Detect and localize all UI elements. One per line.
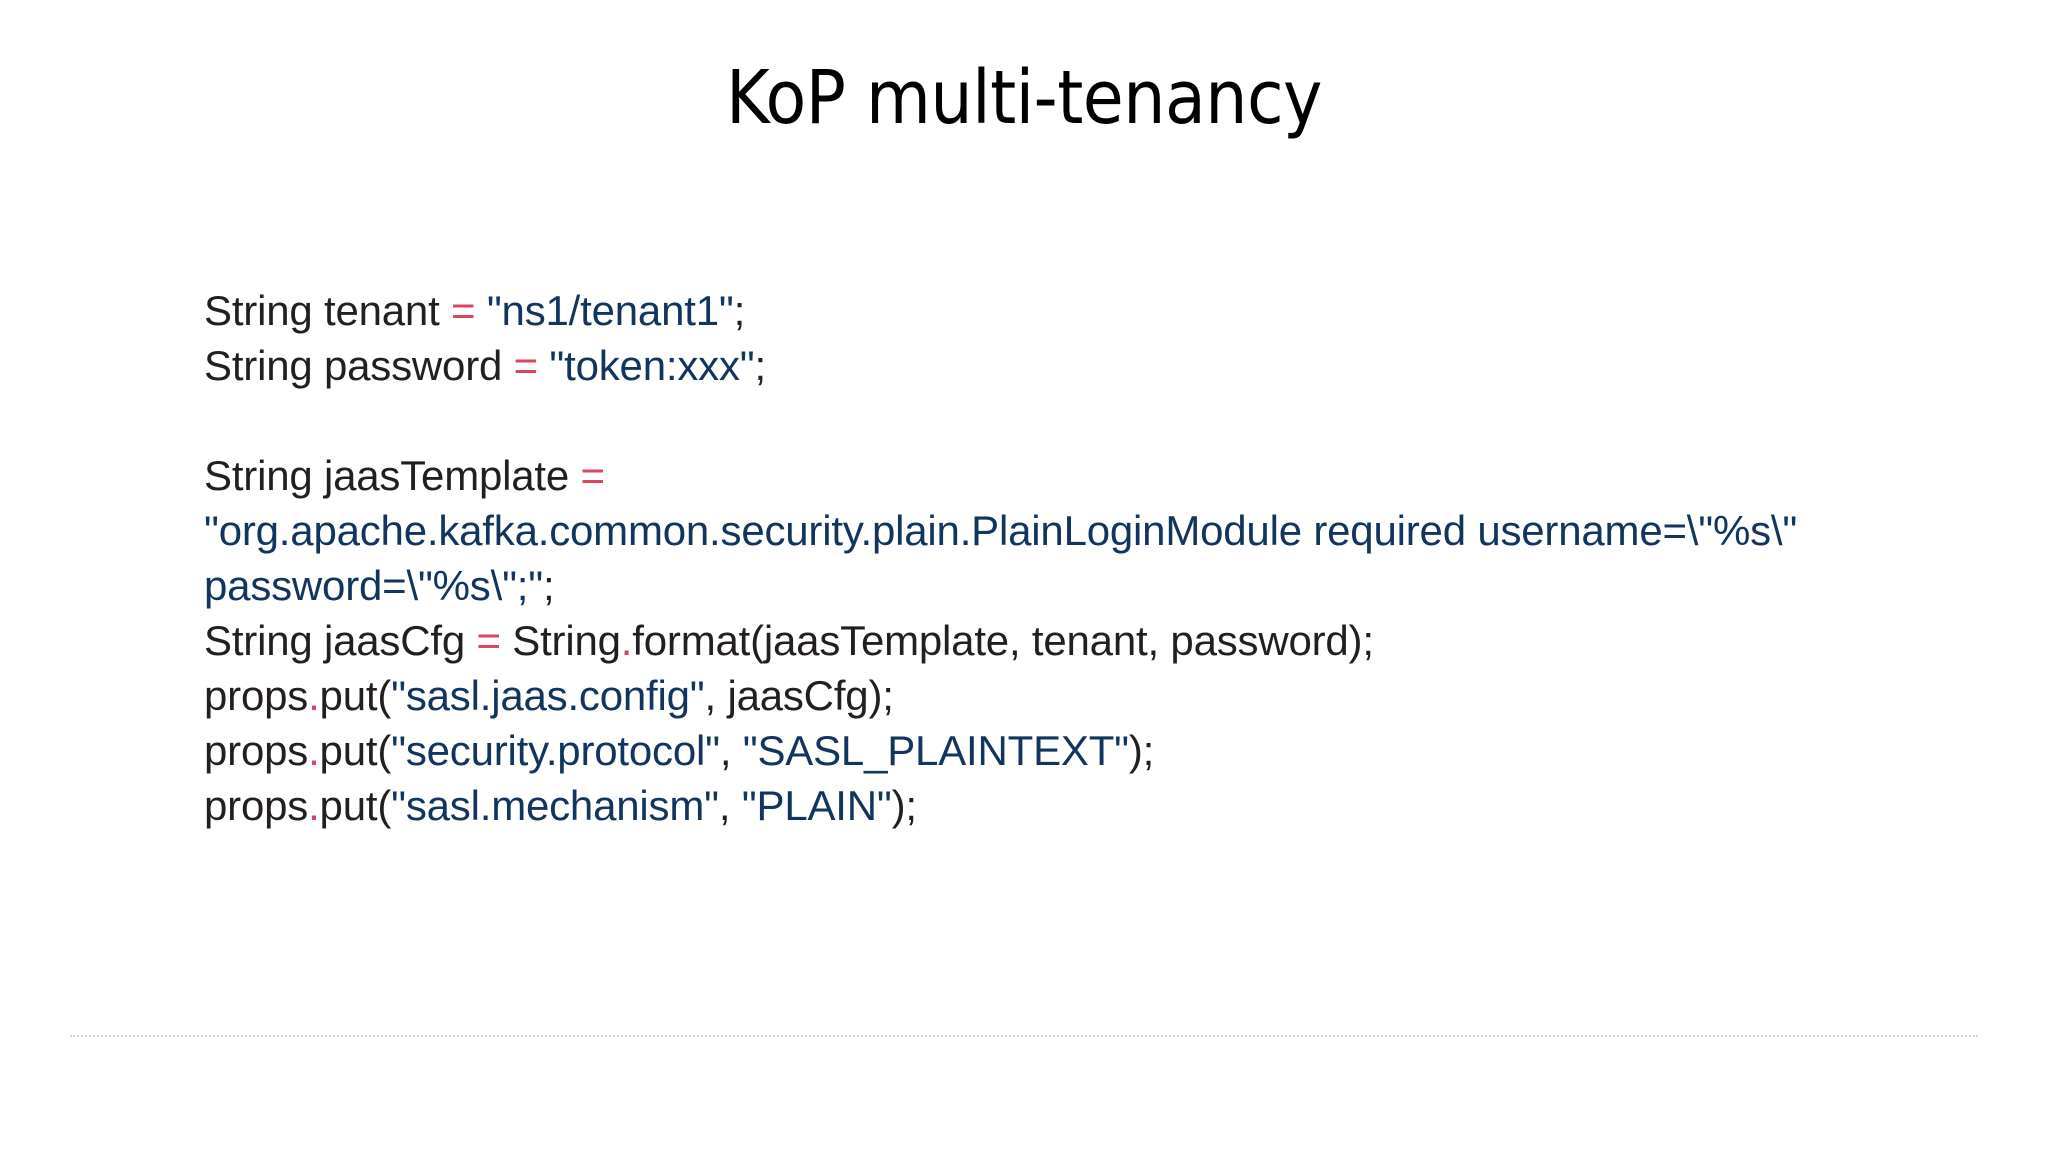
code-line: props.put("sasl.mechanism", "PLAIN");: [204, 778, 1904, 833]
code-token: =: [580, 452, 606, 499]
code-token: "sasl.mechanism": [391, 782, 719, 829]
slide-footer: PULSAR Stream Native +: [0, 1050, 2048, 1152]
code-token: ;: [542, 562, 555, 609]
code-token: put(: [319, 672, 392, 719]
code-token: props: [204, 672, 309, 719]
code-token: String jaasCfg: [204, 617, 477, 664]
code-token: [475, 287, 486, 334]
code-token: props: [204, 727, 309, 774]
code-token: put(: [319, 782, 392, 829]
code-token: ,: [719, 727, 743, 774]
code-token: =: [451, 287, 476, 334]
code-token: String: [500, 617, 621, 664]
code-token: ;: [754, 342, 766, 389]
code-token: .: [308, 672, 320, 719]
code-token: "token:xxx": [549, 342, 755, 389]
page-title: KoP multi-tenancy: [726, 55, 1322, 141]
code-block: String tenant = "ns1/tenant1";String pas…: [204, 283, 1904, 833]
code-token: );: [1128, 727, 1155, 774]
code-token: .: [308, 782, 320, 829]
code-token: String password: [204, 342, 514, 389]
code-token: format(jaasTemplate, tenant, password);: [632, 617, 1374, 664]
code-token: .: [620, 617, 633, 664]
code-token: String tenant: [204, 287, 452, 334]
code-token: =: [513, 342, 539, 389]
footer-divider: [70, 1035, 1978, 1037]
code-token: "PLAIN": [741, 782, 892, 829]
code-token: .: [308, 727, 320, 774]
code-token: "org.apache.kafka.common.security.plain.…: [204, 507, 1809, 609]
code-token: , jaasCfg);: [704, 672, 894, 719]
code-line: String tenant = "ns1/tenant1";: [204, 283, 1904, 338]
code-line: String jaasTemplate =: [204, 448, 1904, 503]
code-token: props: [204, 782, 309, 829]
code-token: "security.protocol": [391, 727, 720, 774]
code-token: ,: [718, 782, 742, 829]
code-line: "org.apache.kafka.common.security.plain.…: [204, 503, 1904, 613]
code-line: [204, 393, 1904, 448]
code-token: "SASL_PLAINTEXT": [742, 727, 1129, 774]
code-line: String jaasCfg = String.format(jaasTempl…: [204, 613, 1904, 668]
code-token: );: [891, 782, 917, 829]
code-token: "ns1/tenant1": [486, 287, 734, 334]
code-token: String jaasTemplate: [204, 452, 581, 499]
code-token: "sasl.jaas.config": [391, 672, 705, 719]
code-token: [538, 342, 549, 389]
code-line: props.put("sasl.jaas.config", jaasCfg);: [204, 668, 1904, 723]
code-token: put(: [319, 727, 392, 774]
code-line: props.put("security.protocol", "SASL_PLA…: [204, 723, 1904, 778]
code-line: String password = "token:xxx";: [204, 338, 1904, 393]
code-token: =: [476, 617, 501, 664]
code-token: ;: [733, 287, 746, 334]
